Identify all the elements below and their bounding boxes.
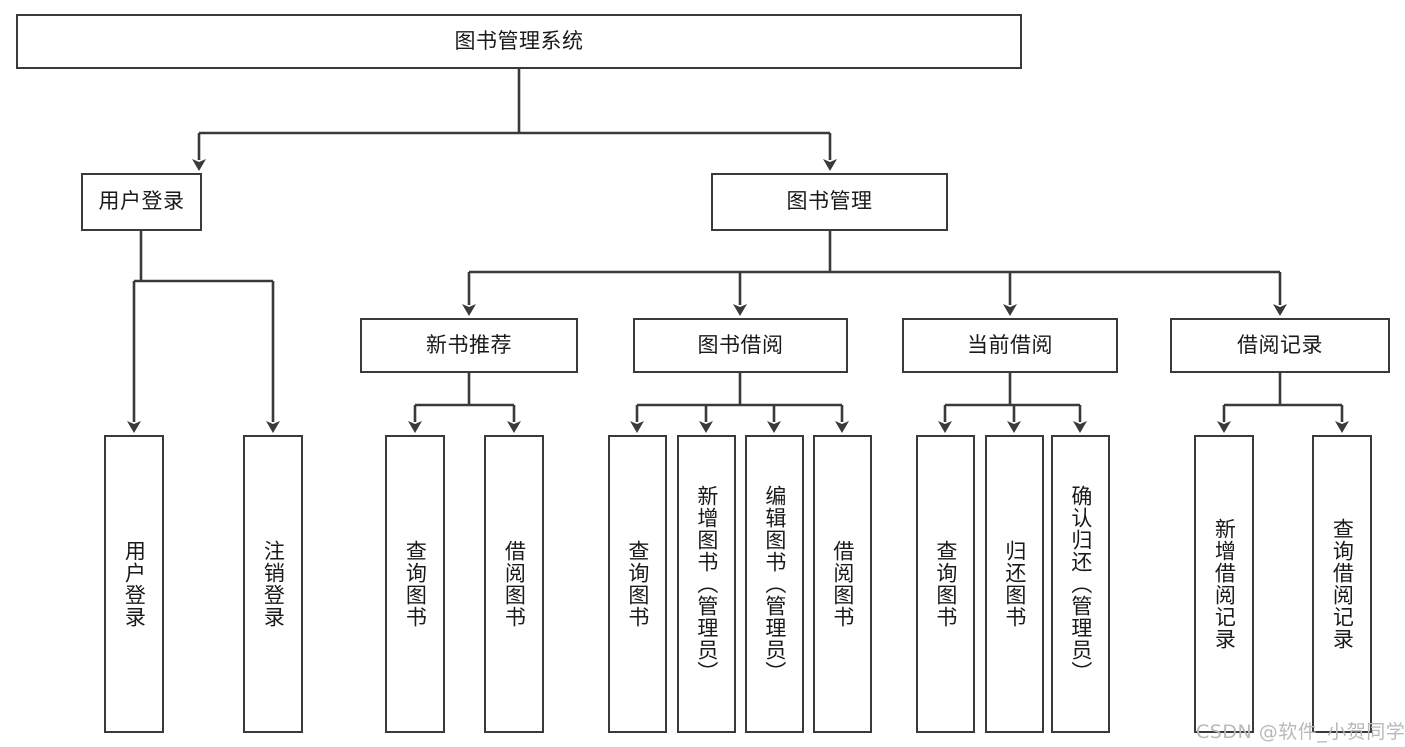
node-book-management[interactable]: 图书管理 <box>711 173 948 231</box>
leaf-query-book-2-label: 查询图书 <box>625 540 650 628</box>
node-current-borrow[interactable]: 当前借阅 <box>902 318 1118 373</box>
leaf-borrow-book-1[interactable]: 借阅图书 <box>484 435 544 733</box>
node-root-label: 图书管理系统 <box>454 28 584 53</box>
leaf-borrow-book-2[interactable]: 借阅图书 <box>813 435 872 733</box>
node-book-borrow[interactable]: 图书借阅 <box>633 318 848 373</box>
leaf-borrow-book-2-label: 借阅图书 <box>830 540 855 628</box>
leaf-query-book-1-label: 查询图书 <box>403 540 428 628</box>
leaf-query-book-2[interactable]: 查询图书 <box>608 435 667 733</box>
leaf-add-record[interactable]: 新增借阅记录 <box>1194 435 1254 733</box>
node-new-book-recommend[interactable]: 新书推荐 <box>360 318 578 373</box>
leaf-query-book-3-label: 查询图书 <box>933 540 958 628</box>
leaf-add-book[interactable]: 新增图书（管理员） <box>677 435 736 733</box>
csdn-watermark: CSDN @软件_小贺同学 <box>1196 721 1405 743</box>
leaf-user-logout[interactable]: 注销登录 <box>243 435 303 733</box>
leaf-user-login[interactable]: 用户登录 <box>104 435 164 733</box>
node-root[interactable]: 图书管理系统 <box>16 14 1022 69</box>
leaf-query-book-3[interactable]: 查询图书 <box>916 435 975 733</box>
node-book-borrow-label: 图书借阅 <box>697 332 784 357</box>
leaf-edit-book[interactable]: 编辑图书（管理员） <box>745 435 804 733</box>
leaf-confirm-return[interactable]: 确认归还（管理员） <box>1051 435 1110 733</box>
node-book-management-label: 图书管理 <box>786 189 873 214</box>
leaf-edit-book-label: 编辑图书（管理员） <box>762 485 787 683</box>
leaf-query-book-1[interactable]: 查询图书 <box>385 435 445 733</box>
node-borrow-records-label: 借阅记录 <box>1237 332 1323 357</box>
leaf-add-book-label: 新增图书（管理员） <box>694 485 719 683</box>
leaf-return-book-label: 归还图书 <box>1002 540 1027 628</box>
leaf-user-logout-label: 注销登录 <box>261 540 286 628</box>
node-current-borrow-label: 当前借阅 <box>967 332 1053 357</box>
node-user-login-label: 用户登录 <box>98 189 185 214</box>
leaf-return-book[interactable]: 归还图书 <box>985 435 1044 733</box>
leaf-add-record-label: 新增借阅记录 <box>1212 518 1237 650</box>
node-borrow-records[interactable]: 借阅记录 <box>1170 318 1390 373</box>
leaf-query-record[interactable]: 查询借阅记录 <box>1312 435 1372 733</box>
node-user-login[interactable]: 用户登录 <box>81 173 202 231</box>
leaf-user-login-label: 用户登录 <box>122 540 147 628</box>
leaf-confirm-return-label: 确认归还（管理员） <box>1068 485 1093 683</box>
node-new-book-recommend-label: 新书推荐 <box>426 332 512 357</box>
leaf-borrow-book-1-label: 借阅图书 <box>502 540 527 628</box>
leaf-query-record-label: 查询借阅记录 <box>1330 518 1355 650</box>
